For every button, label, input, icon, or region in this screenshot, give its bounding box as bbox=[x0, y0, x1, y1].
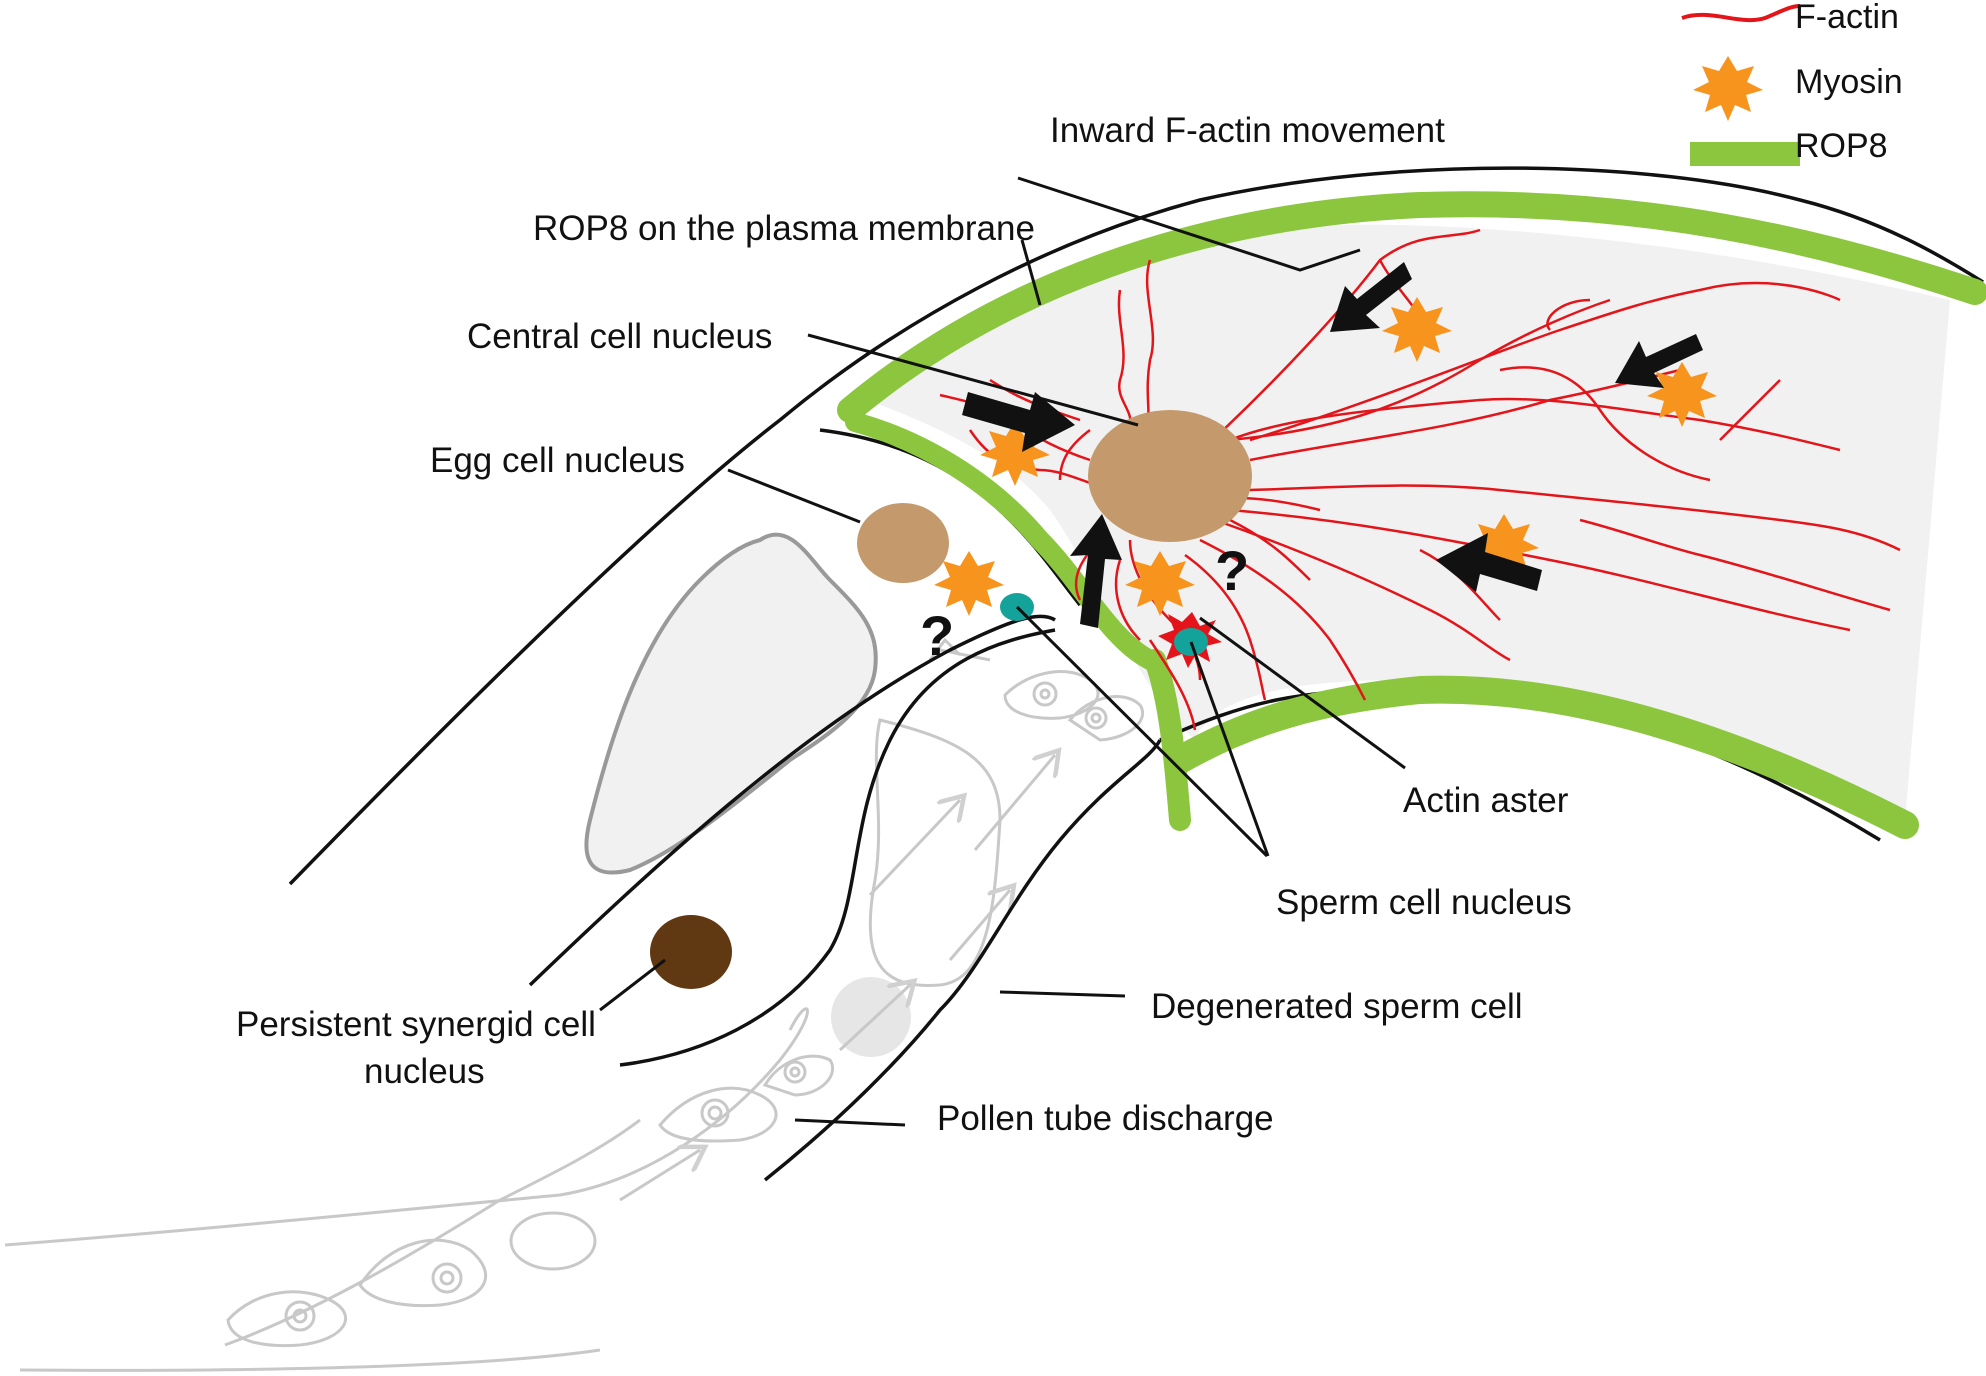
egg-cell-nucleus bbox=[857, 503, 949, 583]
myosin-icon bbox=[1382, 297, 1452, 362]
label-inward-factin-movement: Inward F-actin movement bbox=[1050, 111, 1445, 150]
legend-myosin-label: Myosin bbox=[1795, 63, 1903, 101]
myosin-markers bbox=[934, 297, 1717, 616]
pollen-tube bbox=[4, 637, 1144, 1372]
pollen-tube-cell bbox=[358, 1238, 488, 1308]
pollen-tube-vesicle bbox=[509, 1211, 597, 1271]
legend-factin-label: F-actin bbox=[1795, 0, 1899, 36]
legend-myosin-icon bbox=[1693, 56, 1763, 121]
myosin-icon bbox=[1125, 551, 1195, 616]
label-egg-cell-nucleus: Egg cell nucleus bbox=[430, 441, 685, 480]
central-cell-nucleus bbox=[1088, 410, 1252, 542]
myosin-icon bbox=[1647, 362, 1717, 427]
inward-arrow-icon bbox=[962, 392, 1075, 452]
label-pollen-tube-discharge: Pollen tube discharge bbox=[937, 1099, 1274, 1138]
degenerated-sperm-cell-shape bbox=[831, 977, 911, 1057]
label-sperm-cell-nucleus: Sperm cell nucleus bbox=[1276, 883, 1572, 922]
rop8-plasma-membrane bbox=[837, 191, 1986, 839]
inward-arrow-icon bbox=[1330, 262, 1412, 332]
legend-rop8-swatch bbox=[1690, 142, 1800, 166]
label-persistent-synergid-line1: Persistent synergid cell bbox=[236, 1005, 596, 1044]
inward-arrow-icon bbox=[1436, 533, 1542, 592]
leader-lines bbox=[599, 176, 1406, 1127]
label-central-cell-nucleus: Central cell nucleus bbox=[467, 317, 772, 356]
label-actin-aster: Actin aster bbox=[1403, 781, 1569, 820]
pollen-tube-cell bbox=[1003, 670, 1100, 720]
inward-arrow-icon bbox=[1070, 514, 1122, 628]
label-persistent-synergid-line2: nucleus bbox=[364, 1052, 485, 1091]
pollen-tube-cell bbox=[1067, 695, 1144, 742]
legend-rop8-label: ROP8 bbox=[1795, 127, 1888, 165]
legend: F-actin Myosin ROP8 bbox=[1681, 0, 1903, 166]
legend-factin-swatch bbox=[1681, 4, 1801, 23]
unknown-mechanism-mark: ? bbox=[920, 604, 954, 667]
inward-arrow-icon bbox=[1615, 334, 1703, 388]
pollen-tube-cell bbox=[658, 1086, 778, 1143]
pollen-tube-cell bbox=[762, 1054, 834, 1097]
label-rop8-plasma-membrane: ROP8 on the plasma membrane bbox=[533, 209, 1035, 248]
pollen-tube-cell bbox=[226, 1290, 348, 1348]
persistent-synergid-nucleus bbox=[650, 915, 732, 989]
movement-arrows bbox=[962, 262, 1703, 628]
synergid-cell bbox=[584, 532, 878, 875]
myosin-icon bbox=[934, 551, 1004, 616]
unknown-mechanism-mark: ? bbox=[1215, 539, 1249, 602]
label-degenerated-sperm-cell: Degenerated sperm cell bbox=[1151, 987, 1523, 1026]
